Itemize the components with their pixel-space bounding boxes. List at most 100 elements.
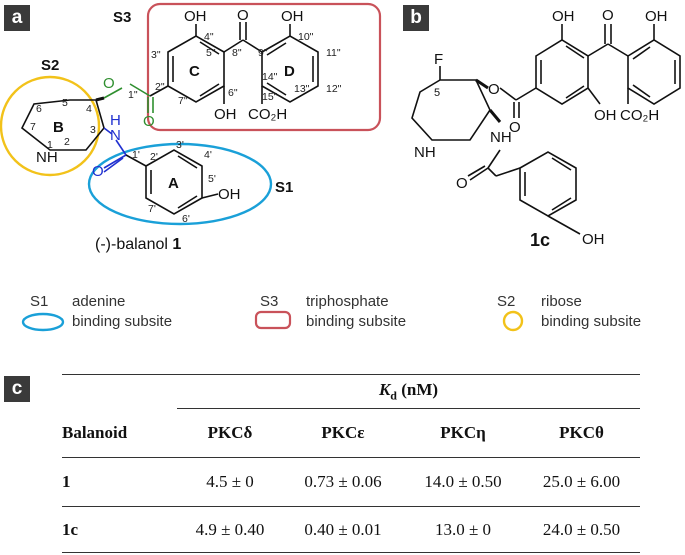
num-3p: 3' xyxy=(176,139,184,151)
ring-label-a: A xyxy=(168,175,179,192)
col-header-pkc-delta: PKCδ xyxy=(207,423,253,442)
num-12pp: 12" xyxy=(326,83,342,95)
atom-o-ketone: O xyxy=(237,7,249,24)
row-name: 1 xyxy=(62,472,71,491)
b-atom-o-carbonyl: O xyxy=(509,119,521,136)
panel-a-structure xyxy=(0,2,382,226)
table-bottom-rule xyxy=(62,552,640,553)
table-cell: 13.0 ± 0 xyxy=(434,520,492,539)
col-header-pkc-eta: PKCη xyxy=(440,423,486,442)
legend-s1-name: adenine xyxy=(72,293,126,310)
table-row: 1c 4.9 ± 0.40 0.40 ± 0.01 13.0 ± 0 24.0 … xyxy=(62,507,640,553)
table-top-rule xyxy=(62,374,640,375)
legend-s3-box-icon xyxy=(254,310,292,330)
num-r6: 6 xyxy=(36,103,42,115)
atom-n-amide: N xyxy=(110,127,121,144)
num-5p: 5' xyxy=(208,173,216,185)
num-13pp: 13" xyxy=(294,83,310,95)
table-cell: 14.0 ± 0.50 xyxy=(424,472,502,491)
kd-header-symbol: K xyxy=(378,380,391,400)
legend-s1-sub: binding subsite xyxy=(72,313,173,330)
ring-label-c: C xyxy=(189,63,200,80)
table-cell: 0.40 ± 0.01 xyxy=(304,520,382,539)
b-atom-o-ketone: O xyxy=(602,7,614,24)
group-oh-5p: OH xyxy=(218,186,241,203)
num-r3: 3 xyxy=(90,124,96,136)
table-row: 1 4.5 ± 0 0.73 ± 0.06 14.0 ± 0.50 25.0 ±… xyxy=(62,457,640,507)
b-group-oh-2: OH xyxy=(645,8,668,25)
table-header-span-rule xyxy=(177,408,640,409)
num-6pp: 6" xyxy=(228,87,238,99)
s3-label: S3 xyxy=(113,9,131,26)
legend-s2-circle-icon xyxy=(502,310,524,332)
panel-b-structure xyxy=(411,24,681,235)
b-pos-5: 5 xyxy=(434,87,440,99)
num-3pp: 3" xyxy=(151,49,161,61)
atom-h-amide: H xyxy=(110,112,121,129)
ring-label-b: B xyxy=(53,119,64,136)
atom-o-ester: O xyxy=(103,75,115,92)
b-atom-o-amide: O xyxy=(456,175,468,192)
legend-s2-code: S2 xyxy=(497,293,516,310)
b-atom-o-ester: O xyxy=(488,81,500,98)
num-r5: 5 xyxy=(62,97,68,109)
row-header-label: Balanoid xyxy=(62,423,128,442)
b-group-oh-1: OH xyxy=(552,8,575,25)
s1-adenine-ellipse xyxy=(87,142,273,226)
group-oh-4pp: OH xyxy=(184,8,207,25)
num-1pp: 1" xyxy=(128,89,138,101)
kd-header-subscript: d xyxy=(390,388,397,403)
b-group-oh-3: OH xyxy=(594,107,617,124)
ring-b-bonds xyxy=(20,99,105,151)
col-header-pkc-epsilon: PKCε xyxy=(321,423,365,442)
atom-o-carbonyl: O xyxy=(143,113,155,130)
table-mid-rule xyxy=(62,506,640,507)
table-header-rule xyxy=(62,457,640,458)
group-oh-6pp: OH xyxy=(214,106,237,123)
legend-s3-sub: binding subsite xyxy=(306,313,407,330)
table-cell: 0.73 ± 0.06 xyxy=(304,472,382,491)
num-5pp: 5" xyxy=(206,47,216,59)
panel-label-c: c xyxy=(4,376,30,402)
num-r1: 1 xyxy=(47,139,53,151)
kd-table: Kd (nM) Balanoid PKCδ PKCε PKCη PKCθ 1 4… xyxy=(62,375,640,553)
num-r2: 2 xyxy=(64,136,70,148)
num-8pp: 8" xyxy=(232,47,242,59)
num-14pp: 14" xyxy=(262,71,278,83)
num-4pp: 4" xyxy=(204,31,214,43)
num-9pp: 9" xyxy=(258,47,268,59)
b-atom-n-amide: NH xyxy=(490,129,512,146)
table-cell: 4.5 ± 0 xyxy=(206,472,254,491)
table-cell: 25.0 ± 6.00 xyxy=(542,472,621,491)
num-11pp: 11" xyxy=(326,47,341,59)
num-7pp: 7" xyxy=(178,95,188,107)
legend-s3: S3 triphosphate binding subsite xyxy=(254,292,454,337)
legend-s1-ellipse-icon xyxy=(21,312,65,332)
panel-b-labels: F 5 O O O OH OH OH CO₂H NH NH O OH 1c xyxy=(414,7,668,250)
legend-s1-code: S1 xyxy=(30,293,49,310)
group-oh-10pp: OH xyxy=(281,8,304,25)
panel-a-labels: S3 S2 S1 O OH OH OH CO₂H O O N H O OH NH… xyxy=(30,7,342,253)
s2-label: S2 xyxy=(41,57,59,74)
compound-name-a: (-)-balanol 1 xyxy=(95,236,181,253)
num-2p: 2' xyxy=(150,151,158,163)
kd-header-unit: (nM) xyxy=(396,380,439,400)
s3-triphosphate-box xyxy=(146,2,382,132)
legend-s3-name: triphosphate xyxy=(306,293,389,310)
b-group-nh-ring: NH xyxy=(414,144,436,161)
atom-o-amide: O xyxy=(92,163,104,180)
s2-ribose-circle xyxy=(0,75,101,177)
kd-header: Kd (nM) xyxy=(177,375,640,409)
s1-label: S1 xyxy=(275,179,293,196)
col-header-pkc-theta: PKCθ xyxy=(559,423,604,442)
row-name: 1c xyxy=(62,520,79,539)
table-cell: 4.9 ± 0.40 xyxy=(195,520,265,539)
num-7p: 7' xyxy=(148,203,156,215)
legend-s1: S1 adenine binding subsite xyxy=(20,292,220,337)
table-cell: 24.0 ± 0.50 xyxy=(542,520,621,539)
legend-s2: S2 ribose binding subsite xyxy=(495,292,675,337)
legend-s2-name: ribose xyxy=(541,293,582,310)
compound-name-b: 1c xyxy=(530,230,550,250)
num-r7: 7 xyxy=(30,121,36,133)
legend-s2-sub: binding subsite xyxy=(541,313,642,330)
